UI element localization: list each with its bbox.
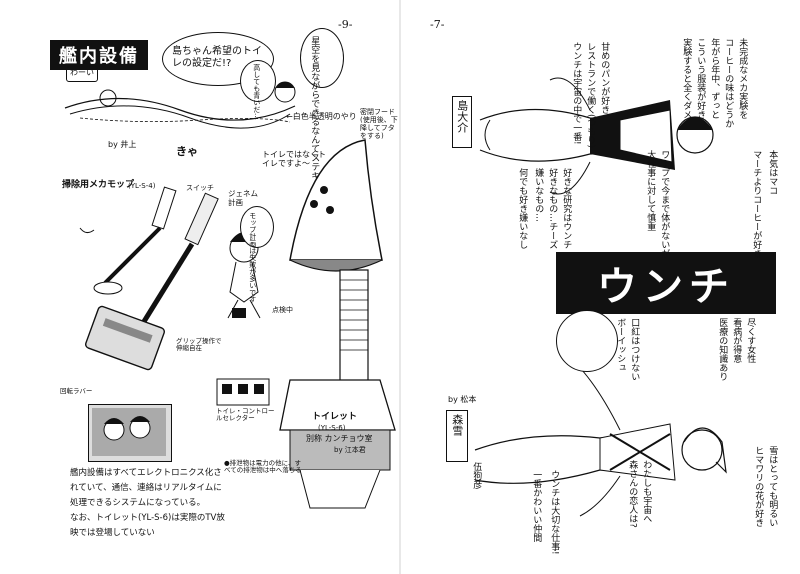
toilet-author: 別称 カンチョウ室 bbox=[306, 434, 373, 443]
section-title: 艦内設備 bbox=[50, 40, 148, 70]
bottom-note: 雪はとっても明るい bbox=[767, 446, 778, 527]
toilet-code: (YL-S-6) bbox=[318, 424, 346, 432]
selector-label: トイレ・コントロールセレクター bbox=[216, 407, 275, 423]
middle-note: 何でも好き嫌いなし bbox=[517, 168, 528, 249]
bottom-note: 看病が得意 bbox=[731, 318, 742, 363]
header-scene-drawing bbox=[64, 81, 296, 129]
middle-note: ワープで今まで体がないが bbox=[659, 150, 670, 258]
label-grip: グリップ操作で伸縮自在 bbox=[176, 337, 222, 353]
control-selector-drawing bbox=[216, 378, 270, 406]
author-top: by 松本 bbox=[448, 395, 477, 404]
page-number-right: -7- bbox=[430, 18, 445, 31]
bottom-note: 医療の知識あり bbox=[717, 318, 728, 381]
tv-panel-drawing bbox=[92, 408, 166, 456]
middle-note: 嫌いなもの… bbox=[533, 168, 544, 222]
label-white-dome: ←白色半透明のやり bbox=[286, 112, 357, 121]
label-waste: ●排泄物は電力の他に、すべての排泄物は中へ落ちる bbox=[224, 459, 302, 475]
top-note: ウンチは宇宙の中で一番! bbox=[571, 42, 582, 145]
character-bottom-name: 森雪 bbox=[450, 414, 464, 436]
label-toilet-not: トイレではなくトイレですよ〜 bbox=[262, 150, 326, 169]
mop-code: (YL-S-4) bbox=[128, 182, 156, 190]
speech-bubble-small bbox=[240, 60, 276, 102]
right-page: -7- bbox=[400, 0, 800, 574]
caption-line: 艦内設備はすべてエレクトロニクス化さ bbox=[70, 468, 222, 478]
character-top-drawing bbox=[479, 77, 714, 195]
character-top-name-box bbox=[452, 96, 472, 148]
top-note: 年がら年中、ずっと bbox=[709, 38, 720, 119]
caption-line: れていて、通信、連絡はリアルタイムに bbox=[70, 482, 222, 493]
speech-bubble-main bbox=[162, 32, 274, 86]
small-bubble-left bbox=[66, 66, 98, 82]
sound-kya: きゃ bbox=[176, 145, 198, 158]
speech-bubble-right bbox=[300, 28, 344, 88]
title-banner bbox=[556, 252, 776, 314]
caption-line: なお、トイレット(YL-S-6)は実際のTV放 bbox=[70, 512, 225, 523]
character-bottom-drawing bbox=[474, 349, 727, 517]
bubble-small-text: 高しても青いだ… bbox=[252, 64, 261, 120]
top-note: マーチよりコーヒーが好き bbox=[751, 150, 762, 258]
caption-block: 艦内設備はすべてエレクトロニクス化さ れていて、通信、連絡はリアルタイムに 処理… bbox=[70, 466, 340, 540]
bottom-note: 森さんの恋人は? bbox=[627, 460, 638, 528]
bubble-main-text: 島ちゃん希望のトイレの設定だ!? bbox=[172, 46, 262, 69]
page-number-left: -9- bbox=[338, 18, 353, 31]
left-page: -9- 艦内設備 島ちゃん希望のトイレの設定だ!? 星空を見ながらできるなんてス… bbox=[50, 18, 398, 540]
label-switch: スイッチ bbox=[186, 184, 214, 192]
top-note: 実験すると全くダメ bbox=[681, 38, 692, 119]
author-bottom: 伍狗彦 bbox=[471, 462, 482, 489]
label-roller: 回転ラバー bbox=[60, 387, 93, 395]
mop-memo-bubble bbox=[240, 206, 274, 248]
bottom-note: 尽くす女性 bbox=[745, 318, 756, 363]
signature-left: by 井上 bbox=[108, 140, 137, 149]
toilet-drawing bbox=[279, 139, 396, 509]
bottom-note: 一番かわいい仲間 bbox=[531, 470, 542, 542]
bottom-note: ヒマワリの花が好き bbox=[753, 446, 764, 527]
label-mops-memo: モップ計画は失敗が多いです bbox=[248, 212, 257, 303]
bottom-note: ボーイッシュ bbox=[615, 318, 626, 372]
top-note: レストランで働く(つもり) bbox=[585, 42, 596, 149]
bubble-right-text: 星空を見ながらできるなんてステキ bbox=[309, 36, 320, 180]
top-note: 本気はマコ bbox=[767, 150, 778, 195]
title-banner-text: ウンチ bbox=[597, 264, 735, 310]
mop-drawing bbox=[79, 186, 219, 371]
label-hood: 密閉フード(使用後、下降してフタをする) bbox=[360, 108, 398, 141]
toilet-label: トイレット bbox=[312, 412, 358, 422]
caption-line: 映では登場していない bbox=[70, 527, 155, 538]
small-bubble-left-text: わーい bbox=[70, 68, 94, 77]
label-shown-plan: ジェネム計画 bbox=[228, 189, 258, 207]
top-note: コーヒーの味はどうか bbox=[723, 38, 734, 128]
mop-label: 掃除用メカモップ bbox=[62, 180, 135, 190]
bottom-note: ウンチは大切な仕事! bbox=[549, 470, 560, 555]
top-note: 甘めのパンが好き bbox=[599, 42, 610, 114]
top-note: こういう服装が好き bbox=[695, 38, 706, 119]
bottom-note-bubble bbox=[556, 310, 618, 372]
bottom-note: 口紅はつけない bbox=[629, 318, 640, 381]
caption-line: 処理できるシステムになっている。 bbox=[70, 497, 206, 508]
label-check: 点検中 bbox=[272, 306, 293, 314]
middle-note: 好きな研究はウンチ bbox=[561, 168, 572, 249]
character-bottom-name-box bbox=[446, 410, 468, 462]
bottom-note: わたしも宇宙へ bbox=[641, 460, 652, 523]
top-note: 未完成なメカ実験を bbox=[737, 38, 748, 119]
middle-note: 好きなもの…チーズ bbox=[547, 168, 558, 249]
toilet-by: by 江本君 bbox=[334, 446, 366, 454]
character-top-name: 島大介 bbox=[455, 100, 469, 133]
page-gutter bbox=[399, 0, 401, 574]
middle-note: 大仕事に対して慎重 bbox=[645, 150, 656, 231]
